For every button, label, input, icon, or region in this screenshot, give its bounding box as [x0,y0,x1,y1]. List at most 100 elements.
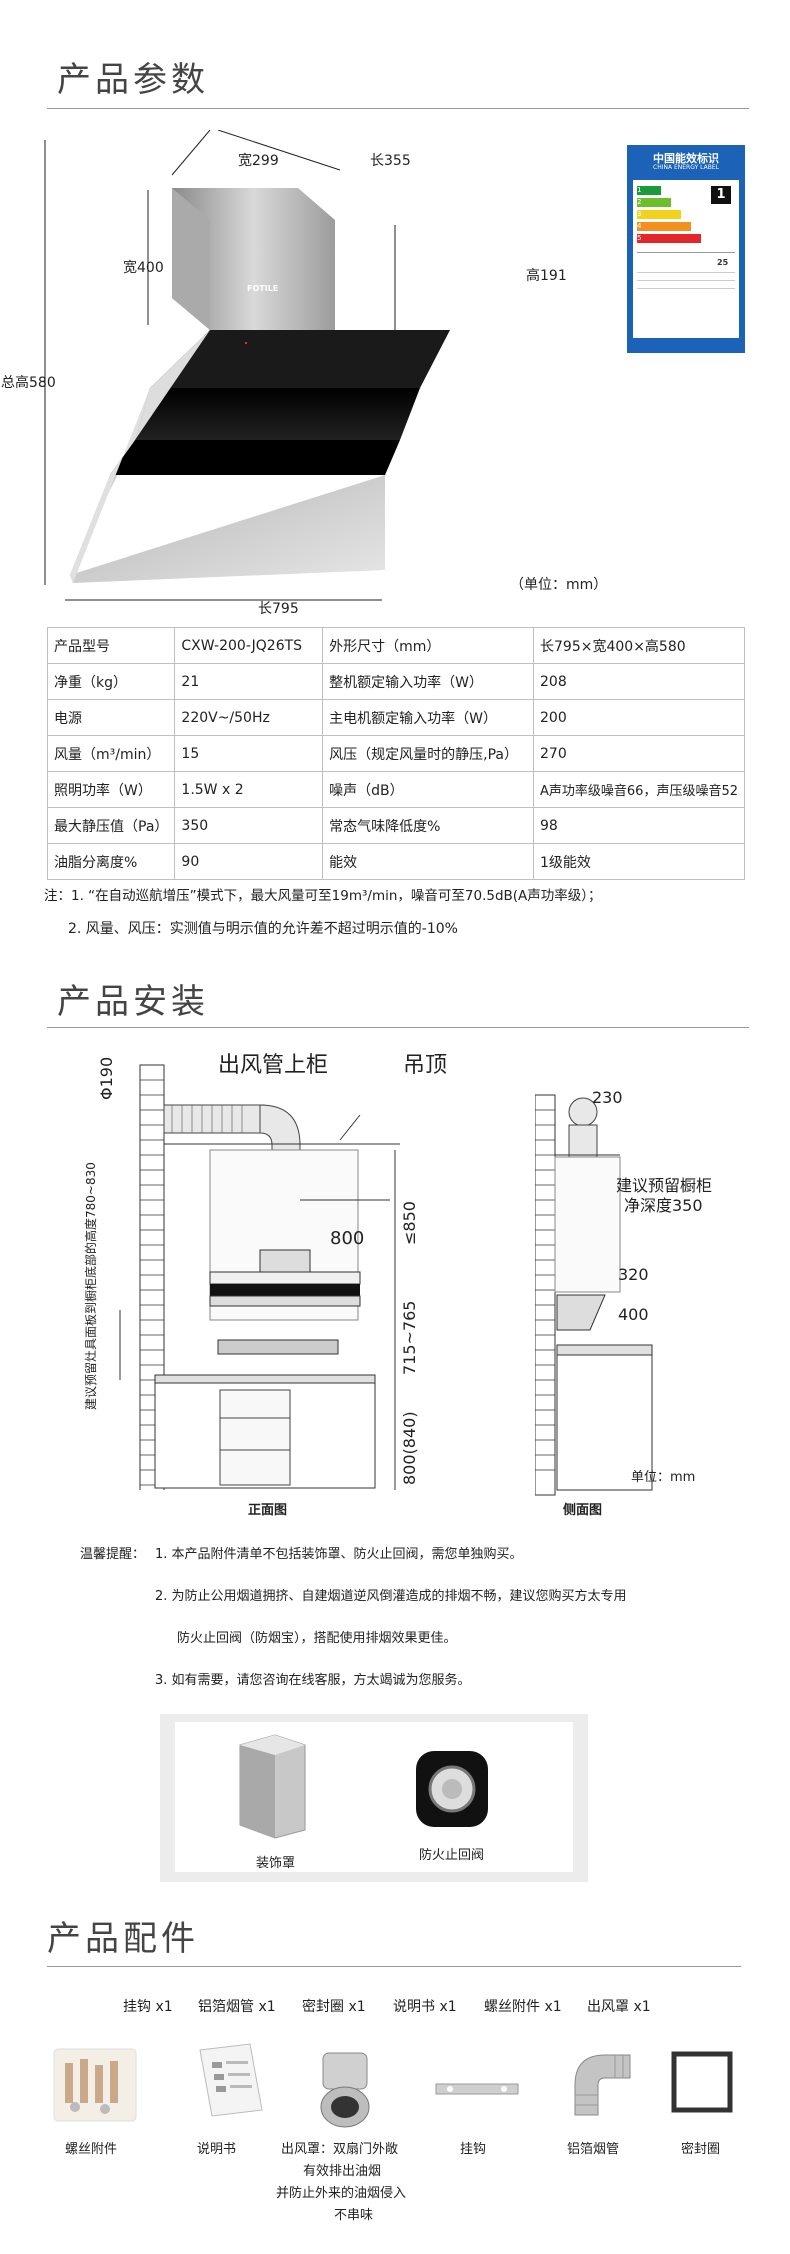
table-row: 最大静压值（Pa） 350 常态气味降低度% 98 [46,807,745,844]
table-row: 电源 220V~/50Hz 主电机额定输入功率（W） 200 [46,699,745,736]
parts-list-4: 说明书 x1 [393,1999,457,2015]
table-row: 产品型号 CXW-200-JQ26TS 外形尺寸（mm） 长795×宽400×高… [46,627,745,664]
table-cell: 15 [174,735,324,772]
seal-ring-image [671,2051,733,2113]
phi190-label: Φ190 [97,1056,116,1100]
duct-label: 出风管上柜 [218,1053,329,1078]
parts-list-5: 螺丝附件 x1 [484,1999,562,2015]
table-cell: 21 [174,663,324,700]
params-note-2: 2. 风量、风压：实测值与明示值的允许差不超过明示值的-10% [68,921,458,937]
dim-800b-label: 800(840) [400,1411,419,1485]
table-cell: 外形尺寸（mm） [322,627,535,664]
side-320-label: 320 [618,1265,649,1284]
front-view-drawing [119,1064,400,1490]
params-divider [47,108,749,109]
parts-list-3: 密封圈 x1 [302,1999,366,2015]
table-cell: 200 [533,699,745,736]
front-view-label: 正面图 [248,1503,288,1518]
side-depth-label: 净深度350 [624,1196,703,1215]
energy-label-subtitle: CHINA ENERGY LABEL [653,164,719,171]
table-cell: 主电机额定输入功率（W） [322,699,535,736]
table-cell: 风压（规定风量时的静压,Pa） [322,735,535,772]
part-caption-hook: 挂钩 [460,2142,487,2157]
part-desc-outlet-1: 有效排出油烟 [303,2164,382,2179]
table-cell: 常态气味降低度% [322,807,535,844]
tip-1: 1. 本产品附件清单不包括装饰罩、防火止回阀，需您单独购买。 [155,1547,523,1562]
tips-lead: 温馨提醒： [80,1547,146,1562]
parts-title: 产品配件 [47,1919,199,1959]
side-230-label: 230 [592,1088,623,1107]
hood-brand-logo: FOTILE [247,284,279,293]
table-row: 照明功率（W） 1.5W x 2 噪声（dB） A声功率级噪音66，声压级噪音5… [46,771,745,808]
dim-850-label: ≤850 [400,1201,419,1245]
parts-list-1: 挂钩 x1 [123,1999,173,2015]
table-cell: 90 [174,843,324,880]
vertical-note-label: 建议预留灶具面板到橱柜底部的高度780~830 [84,1162,98,1410]
unit-note: （单位：mm） [510,577,608,593]
table-cell: 产品型号 [46,627,176,664]
energy-bar-1: 1 [637,186,661,195]
params-table: 产品型号 CXW-200-JQ26TS 外形尺寸（mm） 长795×宽400×高… [46,627,745,880]
energy-value: 25 [717,258,729,267]
table-cell: 油脂分离度% [46,843,176,880]
parts-list-6: 出风罩 x1 [587,1999,651,2015]
decor-cover-image [239,1734,306,1839]
table-cell: 净重（kg） [46,663,176,700]
table-cell: 1.5W x 2 [174,771,324,808]
dim-width-mid: 宽400 [123,260,164,276]
manual-image [199,2043,263,2117]
table-cell: 风量（m³/min） [46,735,176,772]
table-cell: 270 [533,735,745,772]
parts-list-2: 铝箔烟管 x1 [198,1999,276,2015]
energy-bar-3: 3 [637,210,681,219]
table-cell: 220V~/50Hz [174,699,324,736]
part-caption-foil-duct: 铝箔烟管 [567,2142,620,2157]
dim-715-label: 715~765 [400,1300,419,1375]
hood-brand-mark [93,136,109,152]
table-row: 油脂分离度% 90 能效 1级能效 [46,843,745,880]
dim-width-top: 宽299 [238,153,279,169]
dim-height-top: 高191 [526,268,567,284]
dim-length-bottom: 长795 [258,601,299,617]
energy-label-title: 中国能效标识 [653,152,719,165]
install-divider [47,1027,749,1028]
install-title: 产品安装 [57,982,209,1022]
energy-bar-2: 2 [637,198,671,207]
table-cell: 1级能效 [533,843,745,880]
table-cell: 350 [174,807,324,844]
part-caption-screw: 螺丝附件 [65,2142,118,2157]
outlet-hood-image [320,2052,370,2128]
decor-cover-caption: 装饰罩 [256,1856,296,1871]
tip-3: 3. 如有需要，请您咨询在线客服，方太竭诚为您服务。 [155,1673,471,1688]
side-400-label: 400 [618,1305,649,1324]
foil-duct-image [574,2054,631,2116]
side-view-label: 侧面图 [563,1503,603,1518]
tip-2: 2. 为防止公用烟道拥挤、自建烟道逆风倒灌造成的排烟不畅，建议您购买方太专用 [155,1589,627,1604]
table-cell: 208 [533,663,745,700]
params-note-1: 注：1. “在自动巡航增压”模式下，最大风量可至19m³/min，噪音可至70.… [44,888,602,904]
params-title: 产品参数 [57,60,209,100]
table-cell: 噪声（dB） [322,771,535,808]
part-caption-seal: 密封圈 [681,2142,721,2157]
part-desc-outlet-2: 并防止外来的油烟侵入 [276,2186,407,2201]
dim-800-label: 800 [330,1228,365,1249]
range-hood-illustration [44,130,450,601]
energy-label: 中国能效标识 CHINA ENERGY LABEL 1 2 3 4 5 1 25 [627,145,745,353]
screw-kit-image [53,2048,137,2122]
table-cell: 98 [533,807,745,844]
install-unit: 单位：mm [631,1470,696,1485]
dim-length-top: 长355 [370,153,411,169]
table-cell: 能效 [322,843,535,880]
table-cell: 长795×宽400×高580 [533,627,745,664]
energy-bar-5: 5 [637,234,701,243]
check-valve-caption: 防火止回阀 [419,1848,485,1863]
table-row: 净重（kg） 21 整机额定输入功率（W） 208 [46,663,745,700]
energy-bar-4: 4 [637,222,691,231]
table-cell: 最大静压值（Pa） [46,807,176,844]
parts-divider [47,1966,741,1967]
side-cab-label: 建议预留橱柜 [616,1176,713,1195]
table-cell: CXW-200-JQ26TS [174,627,324,664]
table-cell: 整机额定输入功率（W） [322,663,535,700]
table-cell: 电源 [46,699,176,736]
energy-grade: 1 [711,186,731,204]
